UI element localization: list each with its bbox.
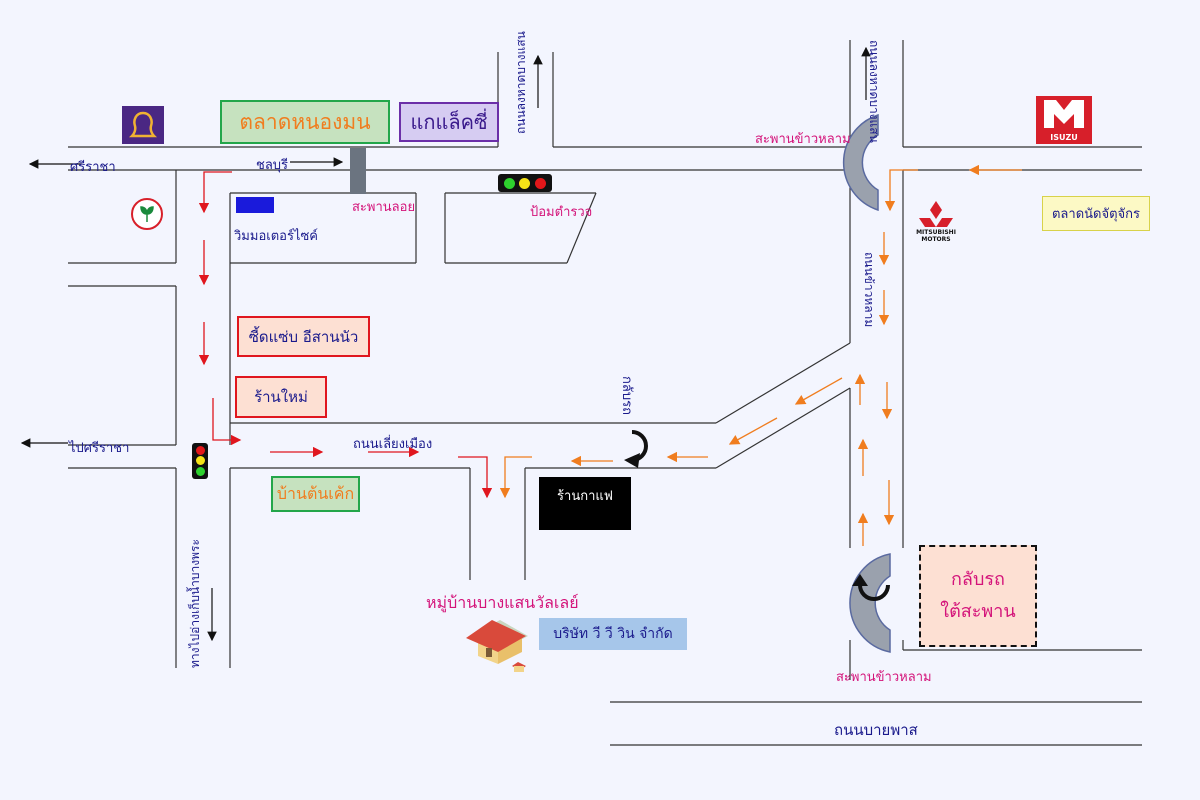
bypass-city-road-label: ถนนเลี่ยงเมือง (353, 437, 433, 452)
nong-mon-market-label: ตลาดหนองมน (239, 109, 371, 134)
isuzu-label: ISUZU (1050, 133, 1078, 142)
mitsubishi-label: MITSUBISHI MOTORS (916, 229, 956, 243)
u-turn-under-bridge-box: กลับรถ ใต้สะพาน (919, 545, 1037, 647)
ban-ton-cake-label: บ้านต้นเค้ก (276, 483, 355, 503)
ban-ton-cake-box: บ้านต้นเค้ก (271, 476, 360, 512)
route-arrows-orange (499, 164, 1022, 546)
isuzu-logo-icon: ISUZU (1036, 96, 1092, 144)
to-sriracha-label: ไปศรีราชา (69, 441, 130, 456)
traffic-light-icon-left (192, 443, 208, 479)
sriracha-label: ศรีราชา (70, 160, 116, 175)
kasikorn-bank-icon (131, 198, 163, 230)
floating-bridge-post (350, 148, 366, 194)
bypass-road-label: ถนนบายพาส (834, 721, 918, 739)
road-lines (68, 40, 1142, 746)
car-market-box: ตลาดนัดจัตุจักร (1042, 196, 1150, 231)
chonburi-label: ชลบุรี (256, 158, 289, 173)
scb-bank-icon (122, 106, 164, 144)
zaab-isan-box: ซี้ดแซ่บ อีสานนัว (237, 316, 370, 357)
u-turn-icon-bridge (852, 574, 890, 601)
u-turn-label: กลับรถ (619, 376, 634, 415)
traffic-light-icon (498, 174, 552, 192)
vim-motor-label: วิมมอเตอร์ไซค์ (234, 229, 318, 244)
u-turn-under-line2: ใต้สะพาน (940, 601, 1016, 622)
mitsubishi-logo-icon: MITSUBISHI MOTORS (914, 200, 958, 244)
zaab-isan-label: ซี้ดแซ่บ อีสานนัว (248, 327, 359, 346)
gaxy-label: แกแล็คซี่ (410, 110, 488, 134)
village-label: หมู่บ้านบางแสนวัลเลย์ (426, 593, 579, 612)
nong-mon-market-box: ตลาดหนองมน (220, 100, 390, 144)
u-turn-icon (624, 430, 648, 468)
overpass-top (842, 113, 879, 212)
company-label: บริษัท วี วี วิน จำกัด (553, 626, 673, 642)
u-turn-under-line1: กลับรถ (951, 569, 1005, 590)
overpass-bottom (849, 553, 891, 653)
floating-bridge-label: สะพานลอย (352, 200, 416, 215)
police-box-label: ป้อมตำรวจ (530, 205, 593, 220)
cafe-box: ร้านกาแฟ (539, 477, 631, 530)
new-shop-label: ร้านใหม่ (254, 388, 308, 406)
house-icon (466, 620, 528, 672)
direction-arrows-black (20, 46, 871, 642)
route-arrows-red (198, 171, 493, 499)
cafe-label: ร้านกาแฟ (557, 489, 613, 504)
khao-lam-road-label: ถนนข้าวหลาม (862, 252, 876, 328)
bang-saen-road-label: ถนนลงหาดบางแสน (514, 31, 528, 134)
car-market-label: ตลาดนัดจัตุจักร (1051, 207, 1140, 222)
gaxy-box: แกแล็คซี่ (399, 102, 499, 142)
vim-motor-marker (236, 197, 274, 213)
khao-lam-road-top-label: ถนนลงหาดบางแสน (867, 40, 881, 143)
khao-lam-bridge-bottom-label: สะพานข้าวหลาม (836, 670, 932, 685)
company-box: บริษัท วี วี วิน จำกัด (539, 618, 687, 650)
new-shop-box: ร้านใหม่ (235, 376, 327, 418)
bang-phra-road-label: ทางไปอ่างเก็บน้ำบางพระ (188, 539, 202, 668)
khao-lam-bridge-top-label: สะพานข้าวหลาม (755, 132, 851, 147)
